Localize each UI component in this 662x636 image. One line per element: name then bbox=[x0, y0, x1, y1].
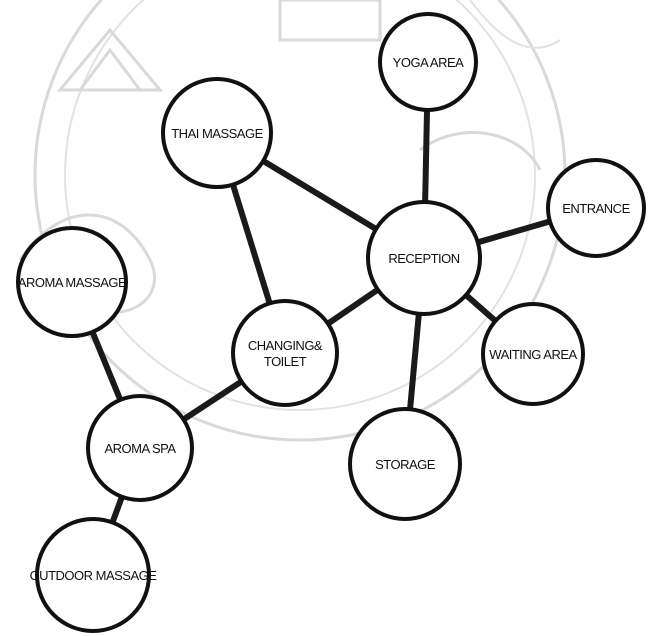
node-circle-changing bbox=[231, 299, 339, 407]
node-label-thai: THAI MASSAGE bbox=[171, 126, 263, 141]
node-label-reception: RECEPTION bbox=[388, 251, 459, 266]
node-reception: RECEPTION bbox=[366, 200, 482, 316]
node-label-changing: CHANGING& bbox=[248, 338, 323, 353]
node-circle-aroma-spa bbox=[86, 394, 194, 502]
node-label-outdoor: OUTDOOR MASSAGE bbox=[30, 568, 158, 583]
node-label-yoga: YOGA AREA bbox=[393, 55, 464, 70]
node-circle-yoga bbox=[378, 12, 478, 112]
node-label-entrance: ENTRANCE bbox=[562, 201, 630, 216]
node-label-storage: STORAGE bbox=[375, 457, 436, 472]
node-circle-aroma-massage bbox=[16, 226, 128, 338]
node-label-aroma-spa: AROMA SPA bbox=[104, 441, 176, 456]
node-changing: CHANGING&TOILET bbox=[231, 299, 339, 407]
node-storage: STORAGE bbox=[348, 407, 462, 521]
node-circle-entrance bbox=[546, 158, 646, 258]
node-circle-outdoor bbox=[35, 517, 151, 633]
nodes-layer: YOGA AREA THAI MASSAGE ENTRANCE RECEPTION AR… bbox=[16, 12, 646, 633]
node-waiting: WAITING AREA bbox=[481, 302, 585, 406]
node-thai: THAI MASSAGE bbox=[161, 77, 273, 189]
node-label-changing: TOILET bbox=[264, 354, 307, 369]
node-circle-waiting bbox=[481, 302, 585, 406]
node-yoga: YOGA AREA bbox=[378, 12, 478, 112]
node-aroma-massage: AROMA MASSAGE bbox=[16, 226, 128, 338]
node-circle-thai bbox=[161, 77, 273, 189]
node-label-aroma-massage: AROMA MASSAGE bbox=[18, 275, 127, 290]
node-outdoor: OUTDOOR MASSAGE bbox=[30, 517, 158, 633]
node-label-waiting: WAITING AREA bbox=[489, 347, 577, 362]
node-circle-reception bbox=[366, 200, 482, 316]
node-aroma-spa: AROMA SPA bbox=[86, 394, 194, 502]
node-circle-storage bbox=[348, 407, 462, 521]
node-entrance: ENTRANCE bbox=[546, 158, 646, 258]
